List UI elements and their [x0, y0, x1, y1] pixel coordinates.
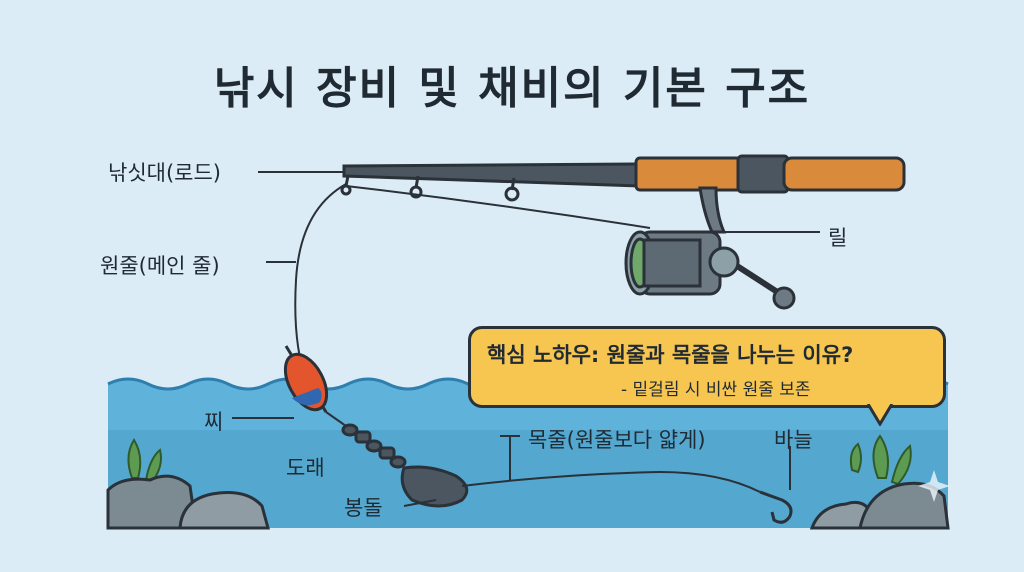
sinker: [400, 465, 469, 508]
seaweed-right: [849, 434, 912, 486]
rod: [340, 154, 906, 202]
rocks-right: [809, 481, 950, 530]
label-hook: 바늘: [774, 428, 813, 452]
label-rod: 낚싯대(로드): [108, 161, 221, 185]
label-swivel: 도래: [286, 456, 325, 480]
diagram-title: 낚시 장비 및 채비의 기본 구조: [213, 63, 811, 114]
swivel: [341, 423, 407, 469]
rocks-left: [106, 474, 270, 530]
callout-tail: [866, 404, 894, 426]
seaweed-left: [127, 438, 162, 484]
reel: [624, 186, 796, 310]
rod-guides: [340, 175, 520, 202]
label-leader: 목줄(원줄보다 얇게): [528, 428, 706, 452]
hook: [759, 490, 793, 524]
leader-line: [461, 470, 761, 493]
label-reel: 릴: [828, 226, 848, 250]
pointer-lines: [232, 171, 820, 507]
callout-subtitle: - 밑걸림 시 비싼 원줄 보존: [621, 380, 811, 400]
line-rod-to-reel: [345, 185, 651, 229]
sparkle-icon: [918, 470, 950, 502]
float: [283, 345, 329, 413]
callout-title: 핵심 노하우: 원줄과 목줄을 나누는 이유?: [487, 343, 854, 367]
label-main-line: 원줄(메인 줄): [100, 254, 220, 278]
line-float-to-swivel: [325, 411, 347, 427]
label-float: 찌: [204, 410, 224, 434]
key-tip-callout: 핵심 노하우: 원줄과 목줄을 나누는 이유? - 밑걸림 시 비싼 원줄 보존: [468, 326, 946, 408]
label-sinker: 봉돌: [344, 496, 383, 520]
